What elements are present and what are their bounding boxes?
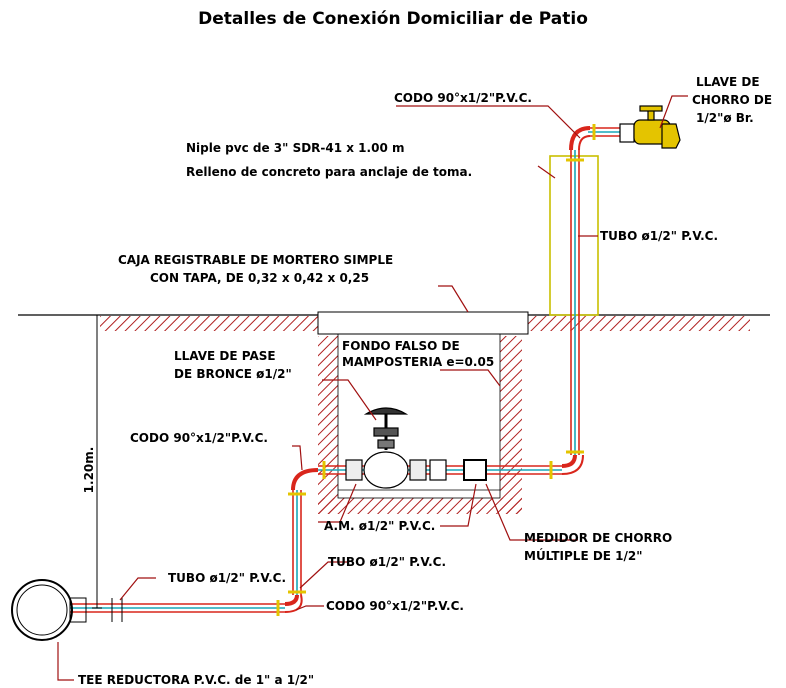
label-llave-pase-1: LLAVE DE PASE	[174, 349, 276, 363]
fitting-markers	[276, 124, 596, 616]
llave-chorro-icon	[619, 105, 681, 149]
label-llave-chorro-3: 1/2"ø Br.	[696, 111, 754, 125]
label-am: A.M. ø1/2" P.V.C.	[324, 519, 435, 533]
caja-interior	[337, 333, 501, 499]
label-tubo-left: TUBO ø1/2" P.V.C.	[168, 571, 286, 585]
label-codo-mid: CODO 90°x1/2"P.V.C.	[130, 431, 268, 445]
label-tee: TEE REDUCTORA P.V.C. de 1" a 1/2"	[78, 673, 314, 687]
label-relleno: Relleno de concreto para anclaje de toma…	[186, 165, 472, 179]
label-fondo-2: MAMPOSTERIA e=0.05	[342, 355, 494, 369]
label-medidor-2: MÚLTIPLE DE 1/2"	[524, 548, 642, 563]
label-fondo-1: FONDO FALSO DE	[342, 339, 460, 353]
drawing-title: Detalles de Conexión Domiciliar de Patio	[198, 9, 588, 29]
label-llave-pase-2: DE BRONCE ø1/2"	[174, 367, 292, 381]
label-llave-chorro-1: LLAVE DE	[696, 75, 760, 89]
label-codo-top: CODO 90°x1/2"P.V.C.	[394, 91, 532, 105]
label-medidor-1: MEDIDOR DE CHORRO	[524, 531, 672, 545]
label-caja-2: CON TAPA, DE 0,32 x 0,42 x 0,25	[150, 271, 369, 285]
label-llave-chorro-2: CHORRO DE	[692, 93, 772, 107]
caja-tapa	[317, 311, 529, 335]
label-codo-bottom: CODO 90°x1/2"P.V.C.	[326, 599, 464, 613]
dimension-label: 1.20m.	[82, 447, 96, 494]
llave-pase-icon	[345, 407, 427, 489]
label-tubo-vertical: TUBO ø1/2" P.V.C.	[600, 229, 718, 243]
label-tubo-mid: TUBO ø1/2" P.V.C.	[328, 555, 446, 569]
dimension-1-20m	[92, 314, 102, 609]
label-niple: Niple pvc de 3" SDR-41 x 1.00 m	[186, 141, 404, 155]
leader-lines	[57, 95, 688, 681]
tee-reductora-icon	[11, 579, 123, 641]
label-caja-1: CAJA REGISTRABLE DE MORTERO SIMPLE	[118, 253, 393, 267]
medidor-icon	[429, 459, 487, 481]
